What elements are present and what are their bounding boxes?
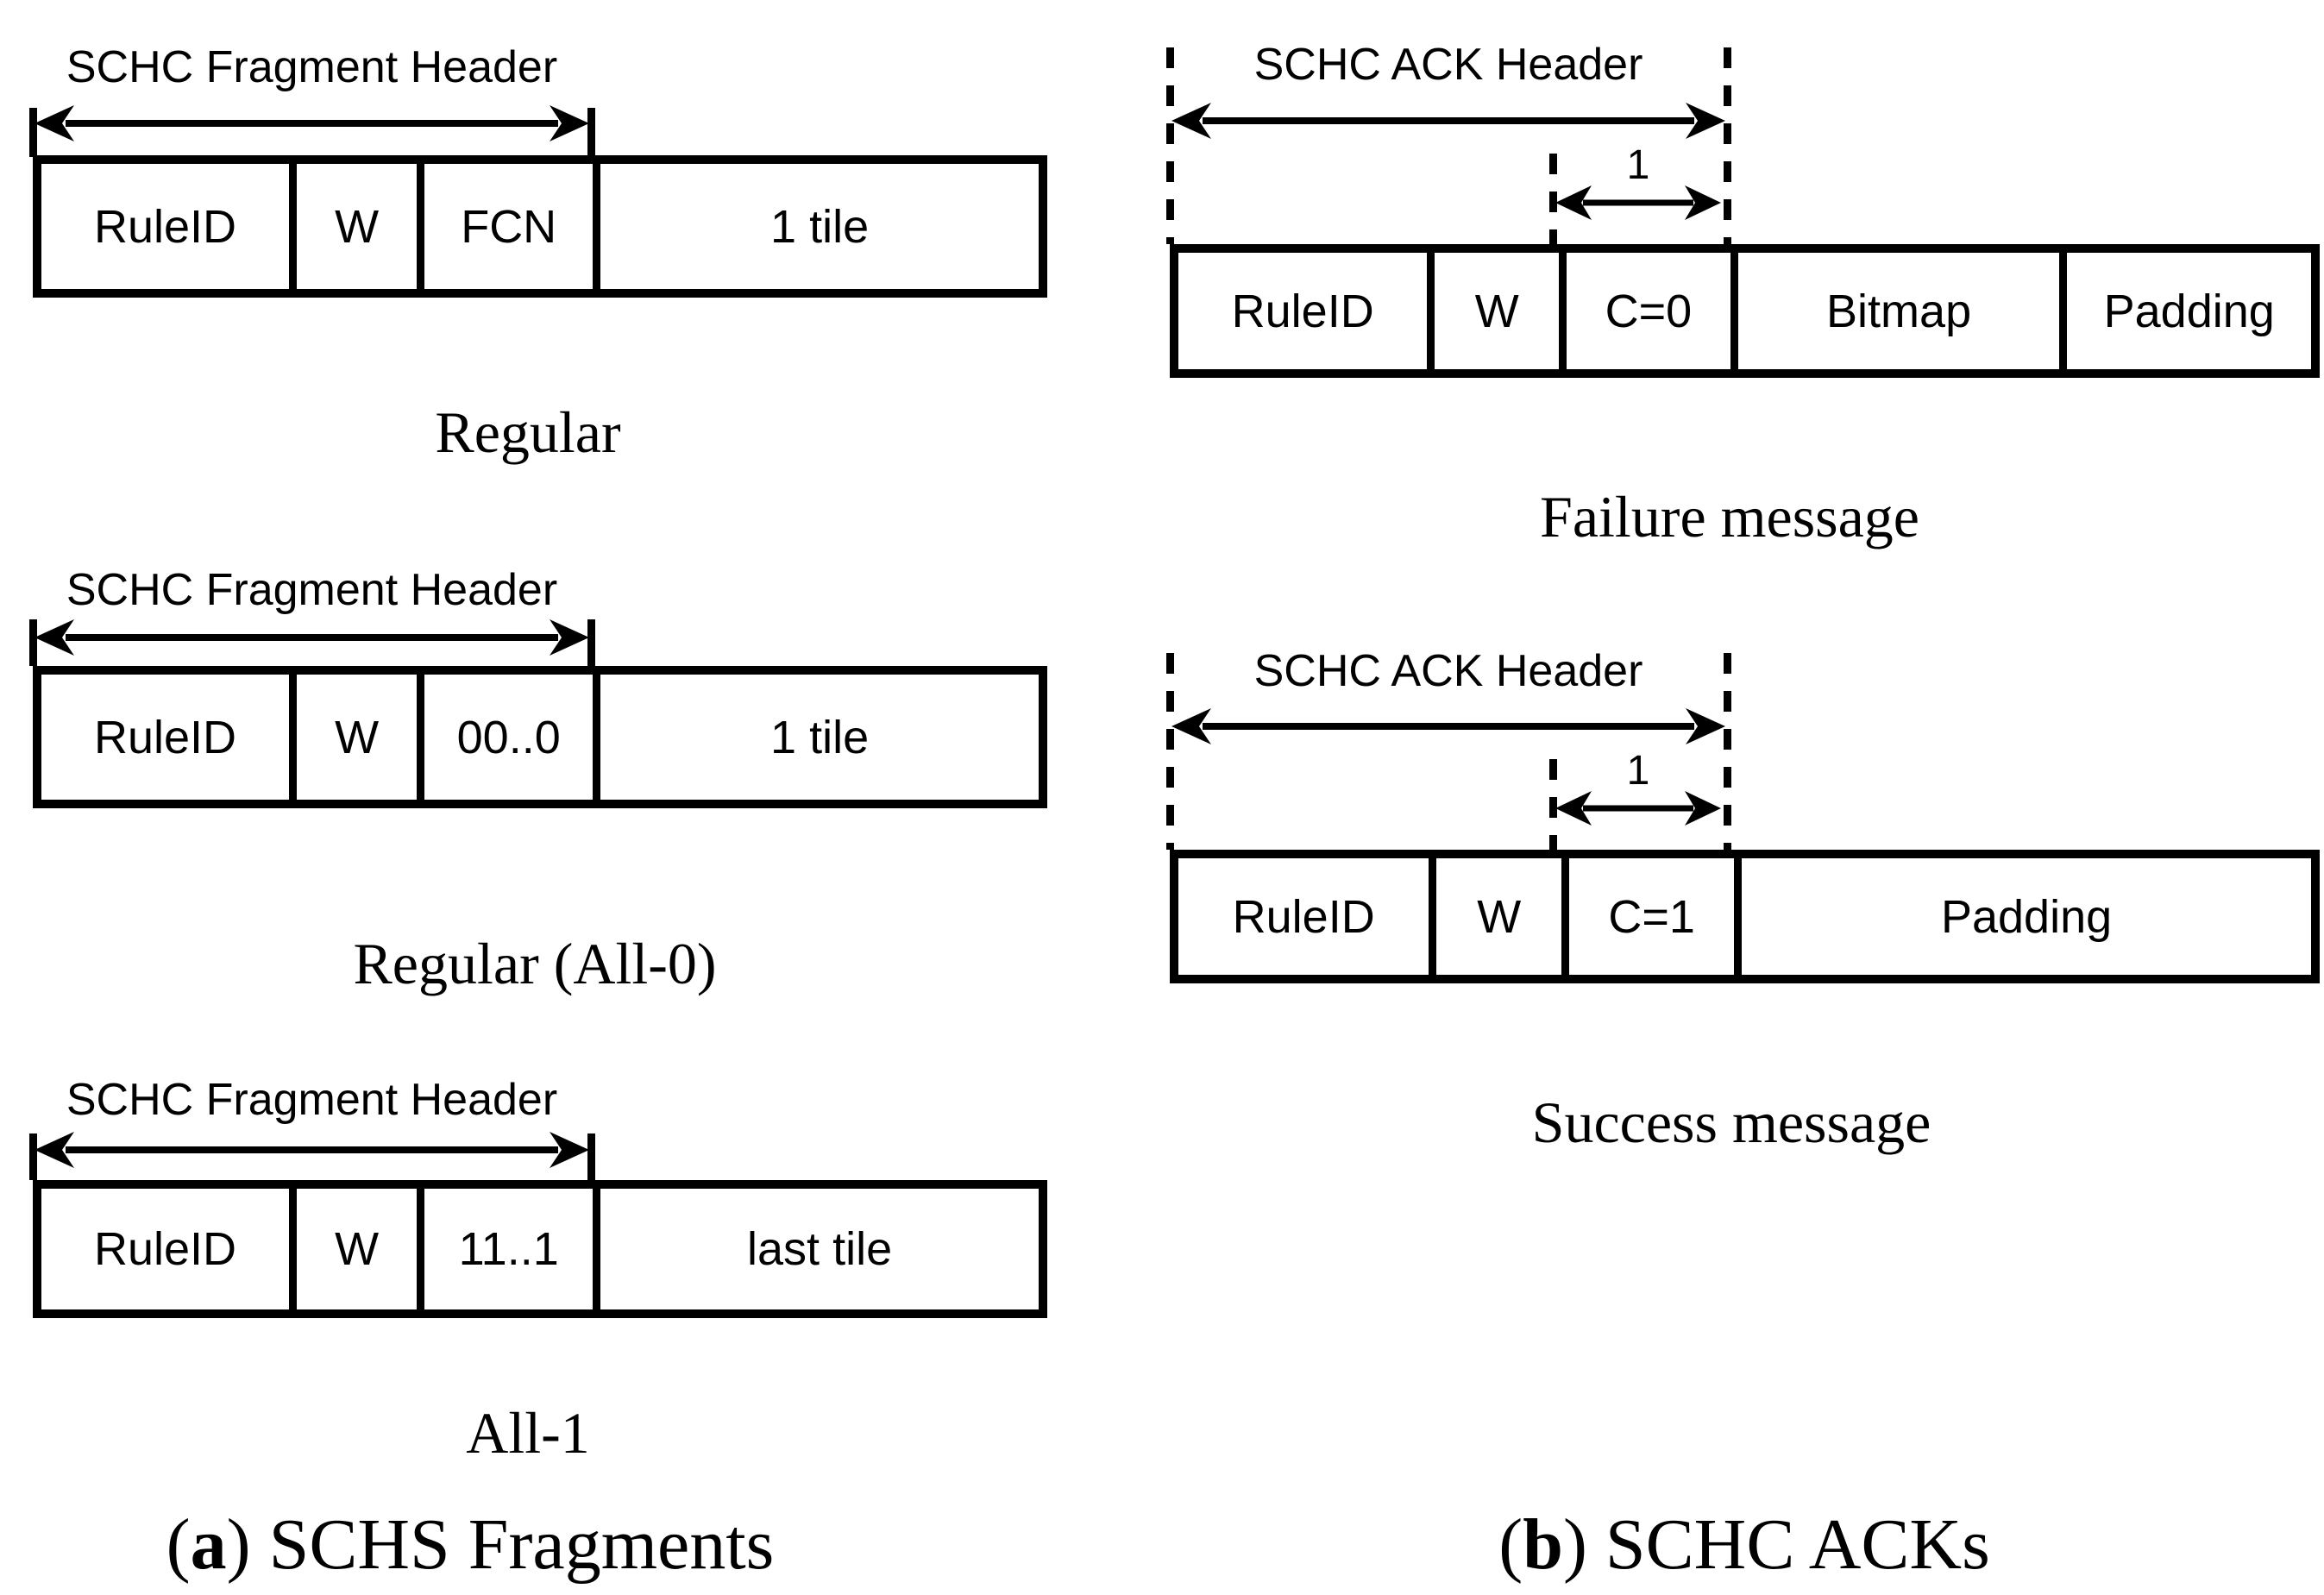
diagram-caption: Failure message	[1540, 484, 1919, 549]
c-bit-span-arrow-icon	[1555, 791, 1721, 826]
packet-format-row: RuleID W FCN 1 tile	[33, 155, 1047, 298]
field-cell-fcn-all1: 11..1	[417, 1189, 593, 1309]
field-cell-padding: Padding	[2059, 253, 2311, 369]
panel-a-caption-text: SCHS Fragments	[250, 1504, 775, 1585]
field-cell-fcn: FCN	[417, 164, 593, 289]
field-cell-ruleid: RuleID	[93, 711, 237, 763]
field-cell-payload: 1 tile	[593, 164, 1039, 289]
field-cell-bitmap: Bitmap	[1730, 253, 2060, 369]
header-boundary-dashed-line	[1166, 653, 1174, 850]
field-cell-w: W	[289, 1189, 417, 1309]
header-span-arrow-icon	[1171, 708, 1725, 744]
field-cell-ruleid: RuleID	[1232, 890, 1375, 943]
panel-b-caption: (b) SCHC ACKs	[1498, 1503, 1990, 1586]
field-cell-fcn-all0: 00..0	[417, 675, 593, 800]
field-cell-c0: C=0	[1559, 253, 1730, 369]
header-boundary-dashed-line	[1724, 653, 1731, 850]
packet-format-row: RuleID W C=0 Bitmap Padding	[1170, 244, 2320, 378]
header-span-tick	[587, 619, 595, 666]
field-cell-payload: last tile	[593, 1189, 1039, 1309]
field-cell-w: W	[289, 675, 417, 800]
field-cell-c1: C=1	[1561, 858, 1734, 975]
field-cell-ruleid: RuleID	[1231, 285, 1374, 337]
field-cell-ruleid: RuleID	[93, 1223, 237, 1275]
diagram-caption: Regular	[435, 399, 621, 465]
panel-b-paren-close: )	[1562, 1504, 1587, 1585]
header-span-arrow-icon	[1171, 103, 1725, 139]
panel-b-caption-text: SCHC ACKs	[1586, 1504, 1990, 1585]
field-cell-padding: Padding	[1734, 858, 2311, 975]
panel-a-paren-open: (	[166, 1504, 191, 1585]
packet-format-row: RuleID W 11..1 last tile	[33, 1180, 1047, 1318]
field-cell-ruleid: RuleID	[93, 200, 237, 253]
header-span-tick	[29, 619, 37, 666]
field-cell-payload: 1 tile	[593, 675, 1039, 800]
header-span-tick	[29, 1133, 37, 1180]
packet-format-row: RuleID W 00..0 1 tile	[33, 666, 1047, 808]
diagram-caption: All-1	[466, 1400, 590, 1466]
panel-b-paren-open: (	[1498, 1504, 1523, 1585]
c-bit-span-arrow-icon	[1555, 185, 1721, 220]
c-bit-size-label: 1	[1626, 748, 1650, 794]
panel-a-marker: a	[190, 1504, 227, 1585]
header-span-tick	[587, 108, 595, 157]
diagram-caption: Regular (All-0)	[353, 931, 717, 996]
c-bit-size-label: 1	[1626, 142, 1650, 188]
panel-a-caption: (a) SCHS Fragments	[166, 1503, 775, 1586]
header-span-tick	[587, 1133, 595, 1180]
field-cell-w: W	[1427, 253, 1559, 369]
c-bit-boundary-dashed-line	[1549, 759, 1557, 850]
header-boundary-dashed-line	[1724, 47, 1731, 244]
packet-format-row: RuleID W C=1 Padding	[1170, 850, 2320, 983]
panel-a-paren-close: )	[226, 1504, 251, 1585]
header-span-tick	[29, 108, 37, 157]
diagram-caption: Success message	[1531, 1089, 1931, 1155]
panel-b-marker: b	[1523, 1504, 1563, 1585]
ack-header-label: SCHC ACK Header	[1253, 646, 1643, 696]
c-bit-boundary-dashed-line	[1549, 154, 1557, 244]
header-span-arrow-icon	[35, 619, 589, 656]
field-cell-w: W	[1429, 858, 1561, 975]
fragment-header-label: SCHC Fragment Header	[66, 565, 558, 615]
fragment-header-label: SCHC Fragment Header	[66, 1075, 558, 1125]
header-span-arrow-icon	[35, 1132, 589, 1168]
field-cell-w: W	[289, 164, 417, 289]
fragment-header-label: SCHC Fragment Header	[66, 42, 558, 92]
ack-header-label: SCHC ACK Header	[1253, 40, 1643, 90]
header-boundary-dashed-line	[1166, 47, 1174, 244]
header-span-arrow-icon	[35, 105, 589, 141]
